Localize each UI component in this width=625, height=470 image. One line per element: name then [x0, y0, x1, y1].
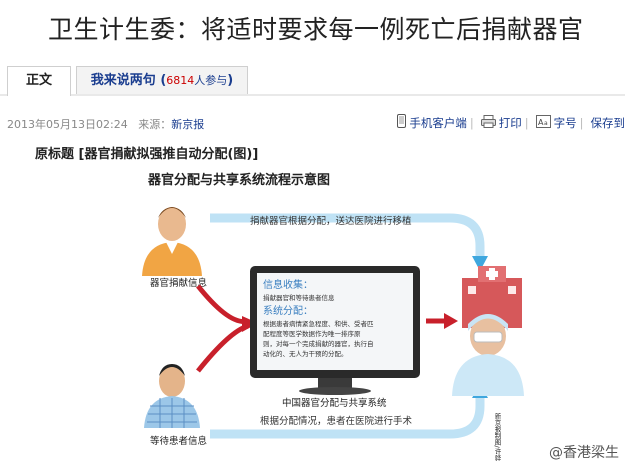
screen-heading-collect: 信息收集：	[263, 278, 313, 291]
article-meta: 2013年05月13日02:24 来源：新京报	[7, 116, 204, 132]
comment-count-suffix: 人参与	[194, 74, 228, 87]
tab-comments[interactable]: 我来说两句 (6814人参与)	[76, 66, 248, 94]
comment-count: 6814	[166, 74, 195, 87]
tab-comments-label: 我来说两句	[90, 73, 156, 88]
system-to-hospital-arrowhead	[444, 313, 458, 329]
svg-text:a: a	[544, 120, 548, 127]
screen-line-5: 动化的、无人为干预的分配。	[263, 349, 348, 358]
flow-diagram-figure: 器官分配与共享系统流程示意图 捐献器官根据分配，送达医院进行移植 根据分配情况，…	[130, 166, 525, 466]
monitor-illustration	[250, 266, 420, 395]
diagram-title: 器官分配与共享系统流程示意图	[147, 172, 330, 188]
diagram-credit: 新京报制图/许骅	[493, 412, 501, 462]
tool-divider: |	[524, 115, 529, 130]
monitor-label: 中国器官分配与共享系统	[282, 397, 387, 409]
donor-label: 器官捐献信息	[150, 277, 207, 289]
bottom-flow-arrow	[210, 394, 485, 439]
save-label: 保存到	[590, 115, 625, 130]
print-label: 打印	[498, 115, 522, 130]
patient-label: 等待患者信息	[150, 435, 207, 447]
tool-divider: |	[579, 115, 584, 130]
save-link[interactable]: 保存到	[591, 115, 625, 131]
top-flow-label: 捐献器官根据分配，送达医院进行移植	[250, 215, 412, 227]
source-link[interactable]: 新京报	[171, 118, 205, 131]
tab-article[interactable]: 正文	[7, 66, 71, 96]
original-title: 原标题 [器官捐献拟强推自动分配(图)]	[35, 147, 259, 162]
watermark: @香港梁生	[549, 445, 619, 461]
patient-to-system-arrow	[196, 323, 249, 373]
patient-person-illustration	[144, 364, 200, 428]
print-link[interactable]: 打印	[480, 114, 522, 131]
donor-to-system-arrow	[196, 284, 249, 325]
article-tab-bar: 正文 我来说两句 (6814人参与)	[0, 66, 625, 96]
mobile-client-link[interactable]: 手机客户端	[397, 114, 467, 131]
publish-datetime: 2013年05月13日02:24	[7, 118, 128, 131]
screen-heading-allocate: 系统分配：	[263, 304, 313, 317]
source-label: 来源：	[138, 118, 172, 131]
top-flow-arrow	[210, 213, 485, 261]
screen-line-collect: 捐献器官和等待患者信息	[263, 293, 335, 302]
hospital-doctor-illustration	[452, 266, 524, 396]
printer-icon	[480, 114, 496, 131]
donor-person-illustration	[142, 207, 202, 276]
phone-icon	[397, 114, 407, 131]
screen-line-2: 根据患者病情紧急程度、和供、受者匹	[263, 319, 374, 328]
bottom-flow-label: 根据分配情况，患者在医院进行手术	[260, 415, 413, 427]
mobile-client-label: 手机客户端	[409, 115, 467, 130]
tool-divider: |	[469, 115, 474, 130]
article-headline: 卫生计生委：将适时要求每一例死亡后捐献器官	[48, 15, 584, 44]
font-size-label: 字号	[553, 115, 577, 130]
screen-line-3: 配程度等医学数据作为唯一排序原	[263, 329, 361, 338]
top-flow-arrowhead	[472, 256, 488, 271]
screen-line-4: 则，对每一个完成捐献的器官，执行自	[263, 339, 374, 348]
tab-article-label: 正文	[25, 73, 52, 88]
flow-diagram: 器官分配与共享系统流程示意图 捐献器官根据分配，送达医院进行移植 根据分配情况，…	[142, 172, 524, 462]
svg-text:A: A	[538, 118, 544, 127]
